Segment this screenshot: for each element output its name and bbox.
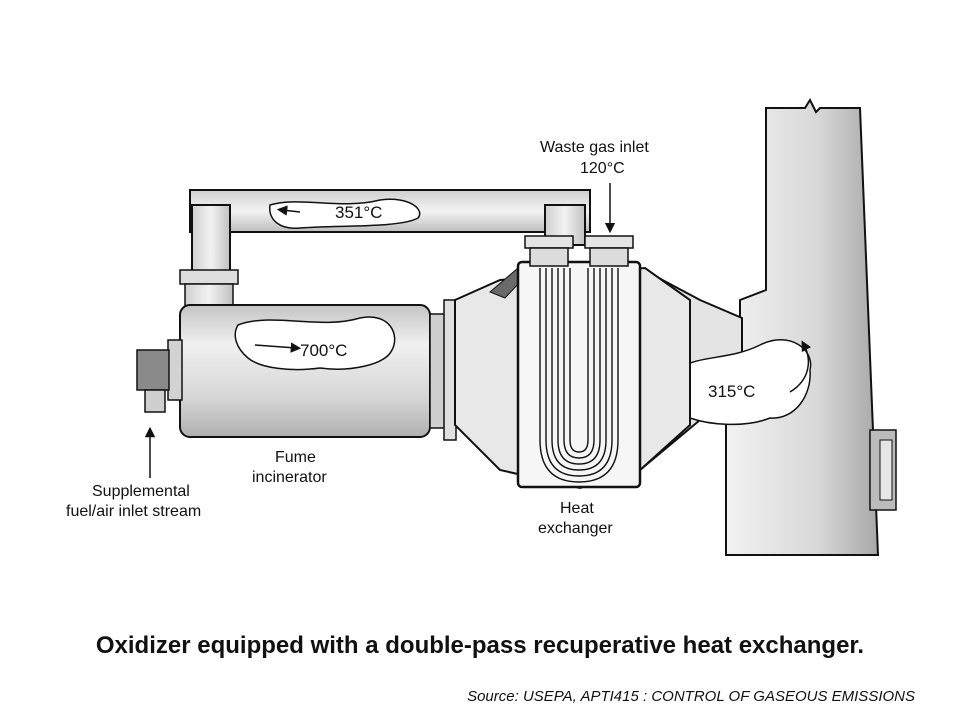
label-arrows [144,183,616,478]
figure-caption: Oxidizer equipped with a double-pass rec… [95,632,865,659]
fume-incinerator-label-1: Fume [275,449,316,466]
connecting-duct: 351°C [179,189,591,307]
exhaust-stack [725,97,897,556]
fume-incinerator: 700°C [136,299,457,441]
supplemental-label-2: fuel/air inlet stream [66,503,201,520]
heat-exchanger-label-1: Heat [560,500,594,517]
stack-temp-label: 315°C [708,382,755,401]
stack-gas-cloud: 315°C [673,339,812,426]
u-tube-bundle [539,268,619,483]
fume-incinerator-label-2: incinerator [252,469,327,486]
heat-exchanger-label-2: exchanger [538,520,613,537]
duct-temp-label: 351°C [335,203,382,222]
heat-exchanger [454,235,691,490]
waste-gas-temp-label: 120°C [580,160,625,177]
waste-gas-inlet-label: Waste gas inlet [540,139,649,156]
source-citation: Source: USEPA, APTI415 : CONTROL OF GASE… [467,688,915,705]
supplemental-label-1: Supplemental [92,483,190,500]
incinerator-temp-label: 700°C [300,341,347,360]
